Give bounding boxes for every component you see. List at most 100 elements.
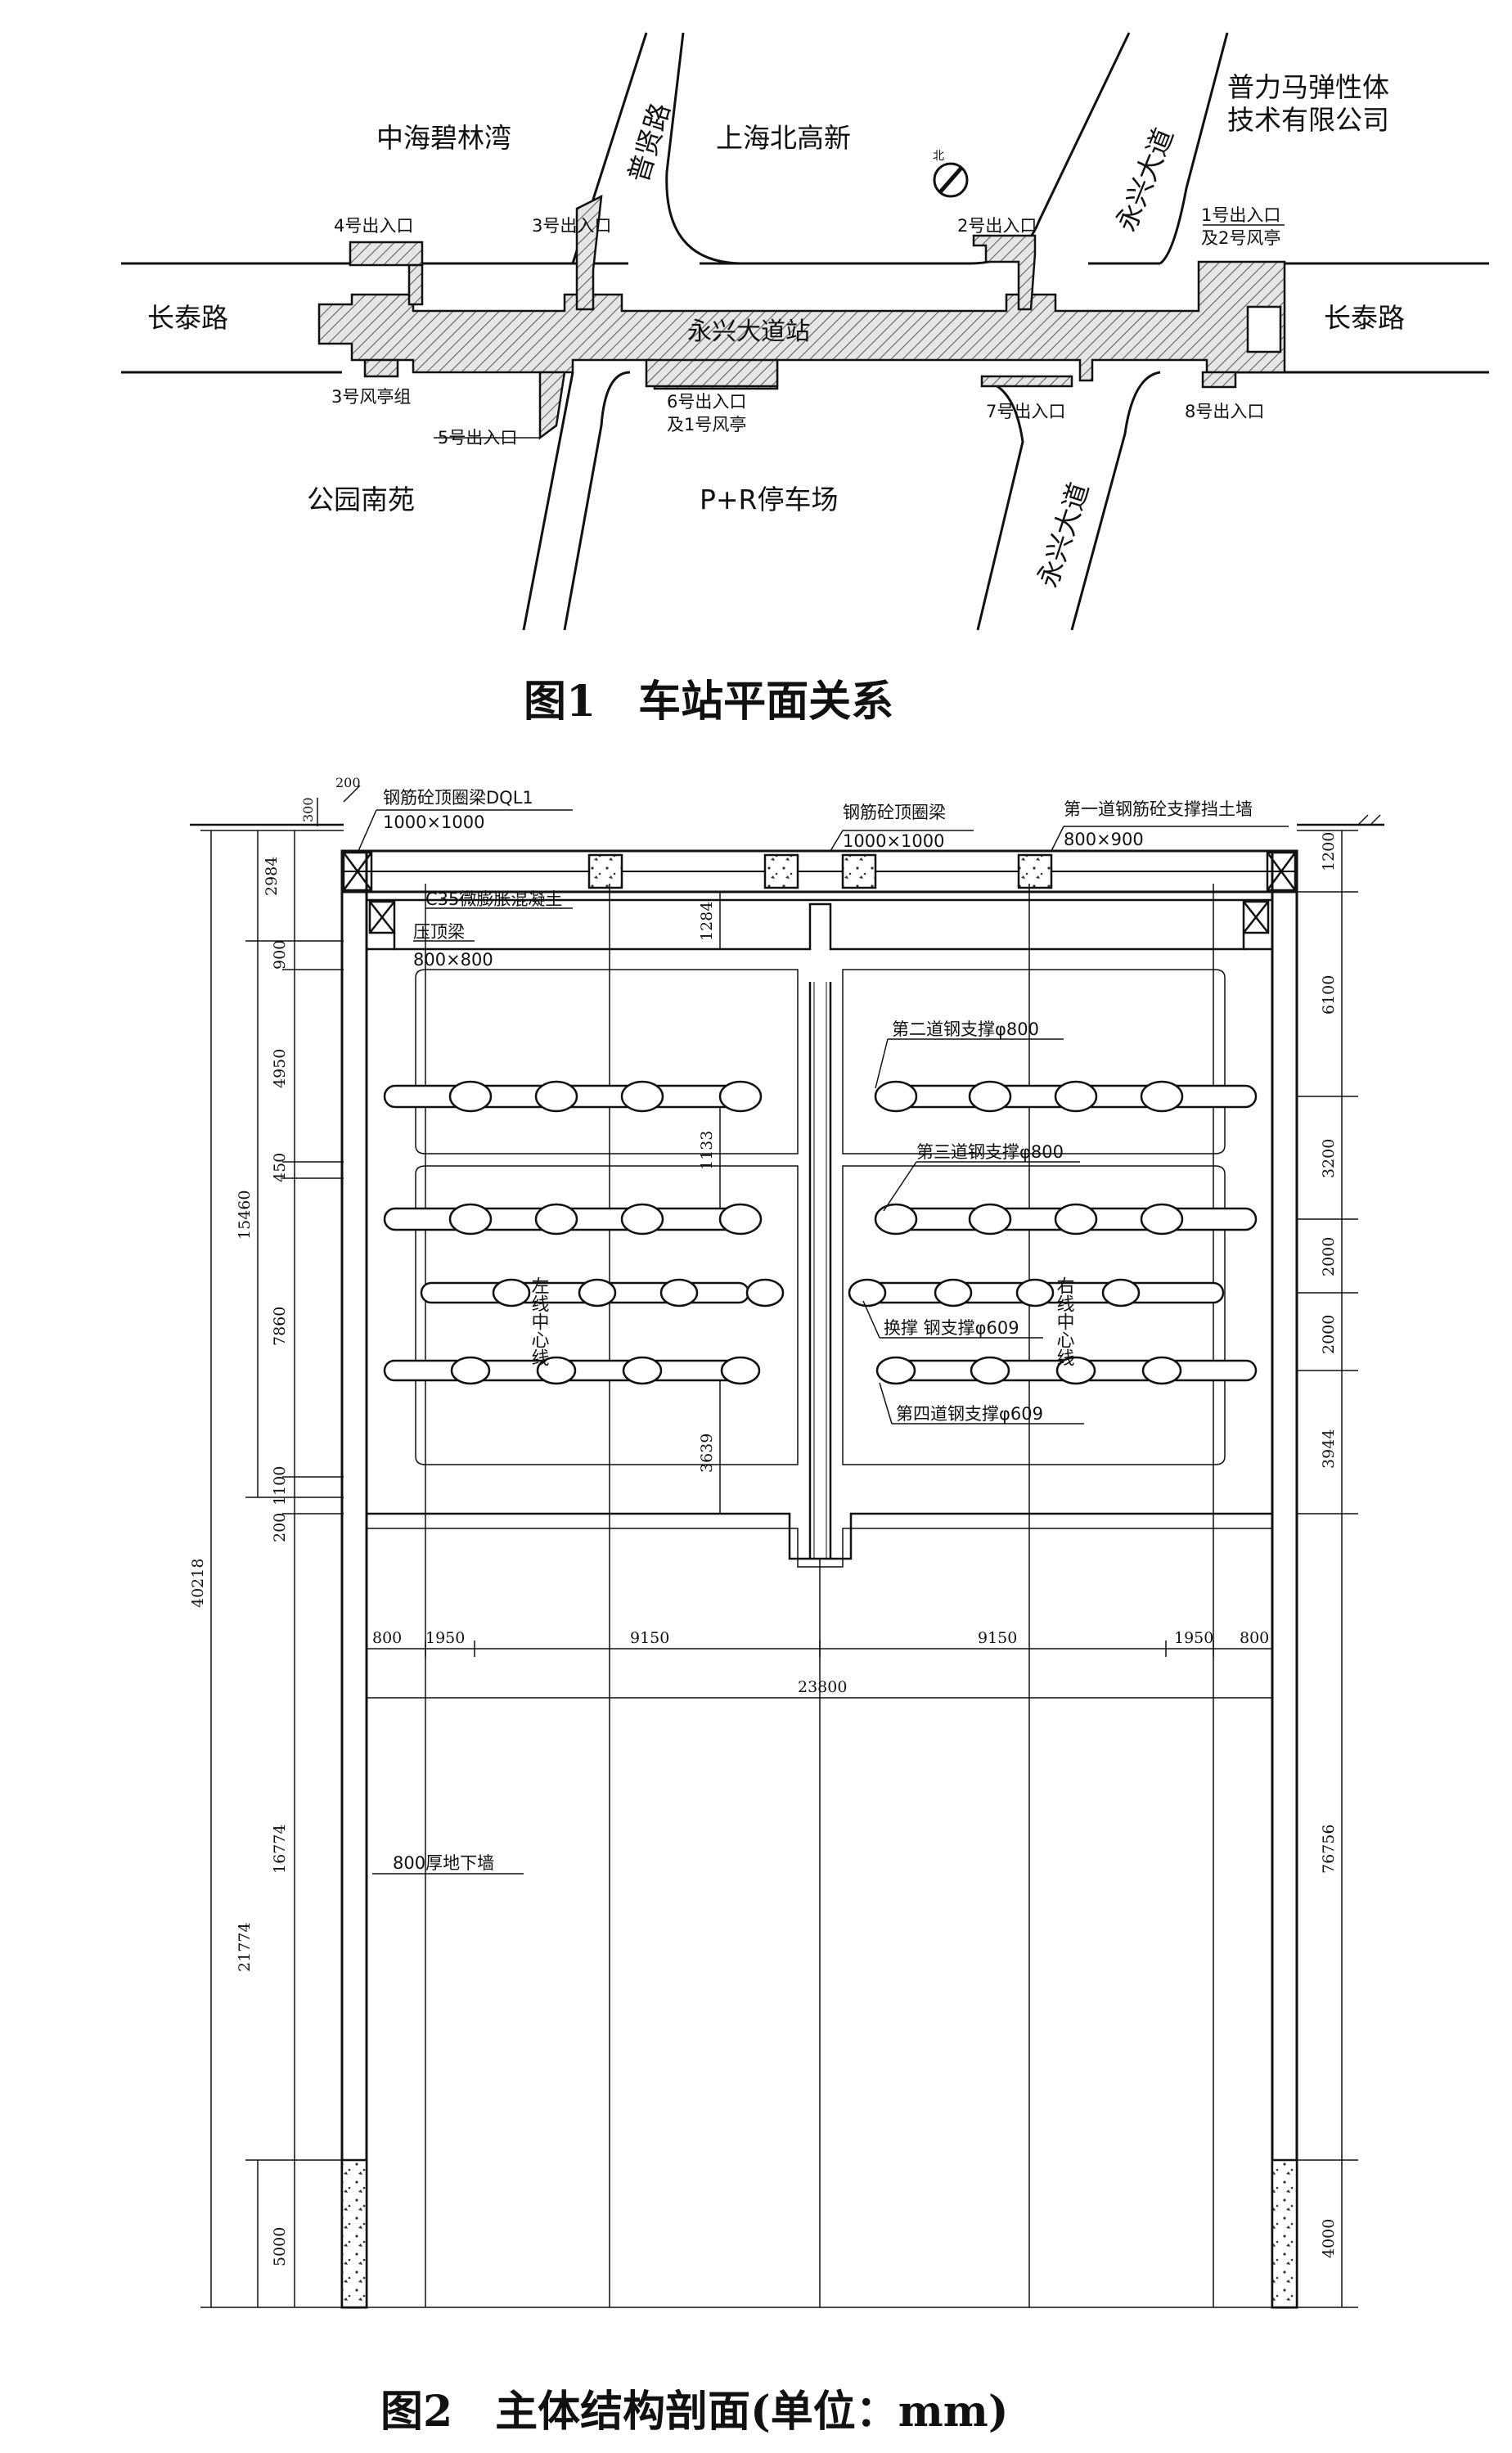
corner-x-right — [1266, 851, 1297, 892]
exit-8-label: 8号出入口 — [1185, 402, 1264, 421]
area-sw: 公园南苑 — [307, 484, 415, 515]
road-east: 长泰路 — [1324, 302, 1405, 334]
exit-7-label: 7号出入口 — [986, 402, 1065, 421]
label-concrete: C35微膨胀混凝土 — [425, 889, 562, 909]
dim-7860: 7860 — [271, 1307, 289, 1346]
left-box-lower — [415, 1165, 799, 1465]
dim-h-800-left: 800 — [372, 1629, 402, 1647]
figure2-caption: 图2 主体结构剖面(单位：mm) — [380, 2387, 1008, 2437]
dim-16774: 16774 — [271, 1825, 289, 1874]
exit-1-label-line1: 1号出入口 — [1201, 205, 1280, 225]
dim-1100: 1100 — [271, 1466, 289, 1506]
exit-8-block — [1201, 371, 1237, 389]
road-yongxing-north: 永兴大道 — [1109, 124, 1180, 236]
dim-76756: 76756 — [1320, 1825, 1338, 1874]
dim-1284: 1284 — [698, 902, 716, 941]
dim-40218: 40218 — [189, 1559, 207, 1608]
exit-4-block — [349, 241, 424, 267]
road-west: 长泰路 — [147, 302, 228, 334]
dim-3200: 3200 — [1320, 1139, 1338, 1178]
dim-h-1950-right: 1950 — [1174, 1629, 1213, 1647]
diaphragm-wall-left — [340, 849, 368, 2309]
ring-beam-block-3 — [841, 853, 877, 889]
dim-4000: 4000 — [1320, 2219, 1338, 2258]
ring-beam-block-2 — [763, 853, 799, 889]
puxian-road-south-west — [522, 371, 574, 631]
crown-x-right — [1242, 900, 1270, 934]
right-box-lower — [842, 1165, 1226, 1465]
dim-1133: 1133 — [698, 1131, 716, 1170]
toe-block-left — [340, 2158, 368, 2309]
dim-300: 300 — [300, 797, 316, 822]
dim-2984: 2984 — [263, 857, 281, 896]
dim-200-top: 200 — [335, 775, 361, 790]
exit-5-block — [538, 371, 566, 440]
dim-5000: 5000 — [271, 2227, 289, 2266]
base-slab — [367, 1512, 1272, 1560]
dim-2000-a: 2000 — [1320, 1237, 1338, 1276]
label-change-support: 换撑 钢支撑φ609 — [884, 1318, 1019, 1338]
dim-21774: 21774 — [236, 1923, 254, 1972]
north-arrow-icon: 北 — [933, 150, 969, 198]
label-right-center: 右线中心线 — [1054, 1276, 1075, 1366]
right-box-upper — [842, 969, 1226, 1154]
ground-hatch-right — [1357, 814, 1381, 826]
yongxing-road-east-south — [1070, 371, 1161, 631]
exit-1-label-line2: 及2号风亭 — [1201, 228, 1280, 248]
dim-900: 900 — [271, 940, 289, 970]
left-box-upper — [415, 969, 799, 1154]
label-fourth-support: 第四道钢支撑φ609 — [896, 1404, 1043, 1424]
puxian-road-south-east — [563, 371, 631, 631]
label-top-ring-beam: 钢筋砼顶圈梁DQL1 — [383, 788, 533, 808]
label-first-support-size: 800×900 — [1064, 830, 1144, 849]
figure1-labels: 中海碧林湾 上海北高新 普力马弹性体 技术有限公司 公园南苑 P+R停车场 长泰… — [147, 71, 1405, 591]
area-n: 上海北高新 — [716, 122, 851, 154]
dim-200-mid: 200 — [271, 1513, 289, 1542]
label-first-support: 第一道钢筋砼支撑挡土墙 — [1064, 799, 1253, 819]
north-mark-text: 北 — [933, 150, 944, 163]
exit-7-block — [980, 375, 1073, 388]
fan-3-label: 3号风亭组 — [331, 387, 411, 407]
strut-section-circles — [448, 1080, 1184, 1385]
dim-h-9150-left: 9150 — [630, 1629, 669, 1647]
exit-4-stem — [407, 263, 424, 306]
dim-h-9150-right: 9150 — [978, 1629, 1017, 1647]
dim-450: 450 — [271, 1153, 289, 1182]
inner-box-top — [393, 902, 1245, 951]
exit-4-label: 4号出入口 — [334, 216, 413, 236]
label-second-support: 第二道钢支撑φ800 — [892, 1019, 1039, 1039]
toe-block-right — [1271, 2158, 1298, 2309]
exit-6-block — [645, 358, 779, 388]
dim-h-23800: 23800 — [798, 1678, 847, 1696]
dimension-lines — [200, 785, 1358, 2308]
crown-x-left — [368, 900, 396, 934]
figure2-labels: 200 300 钢筋砼顶圈梁DQL1 1000×1000 钢筋砼顶圈梁 1000… — [189, 775, 1338, 2266]
exit-2-block — [972, 234, 1037, 311]
dim-15460: 15460 — [236, 1190, 254, 1240]
road-yongxing-south: 永兴大道 — [1032, 479, 1096, 592]
figure2-section — [190, 814, 1384, 2309]
puxian-road-east-edge — [665, 32, 741, 265]
fan-3-block — [363, 358, 399, 378]
area-s: P+R停车场 — [700, 484, 838, 515]
station-name: 永兴大道站 — [687, 317, 810, 346]
label-top-ring-beam-mid-size: 1000×1000 — [843, 831, 944, 851]
label-top-ring-beam-size: 1000×1000 — [383, 812, 484, 832]
label-crown-beam: 压顶梁 — [413, 922, 465, 942]
label-third-support: 第三道钢支撑φ800 — [916, 1142, 1064, 1162]
exit-3-block — [575, 194, 603, 311]
ring-beam-block-1 — [587, 853, 623, 889]
exit-6-label-line2: 及1号风亭 — [667, 415, 746, 434]
yongxing-road-east-north — [1159, 32, 1229, 265]
exit-3-label: 3号出入口 — [532, 216, 611, 236]
corner-x-left — [342, 851, 373, 892]
label-crown-beam-size: 800×800 — [413, 950, 493, 970]
dim-h-1950-left: 1950 — [425, 1629, 465, 1647]
dim-h-800-right: 800 — [1240, 1629, 1269, 1647]
area-ne-line1: 普力马弹性体 — [1227, 71, 1389, 103]
station-east-inner — [1246, 305, 1282, 353]
road-puxian: 普贤路 — [622, 99, 676, 186]
label-left-center: 左线中心线 — [529, 1276, 550, 1366]
label-top-ring-beam-mid: 钢筋砼顶圈梁 — [843, 803, 946, 822]
